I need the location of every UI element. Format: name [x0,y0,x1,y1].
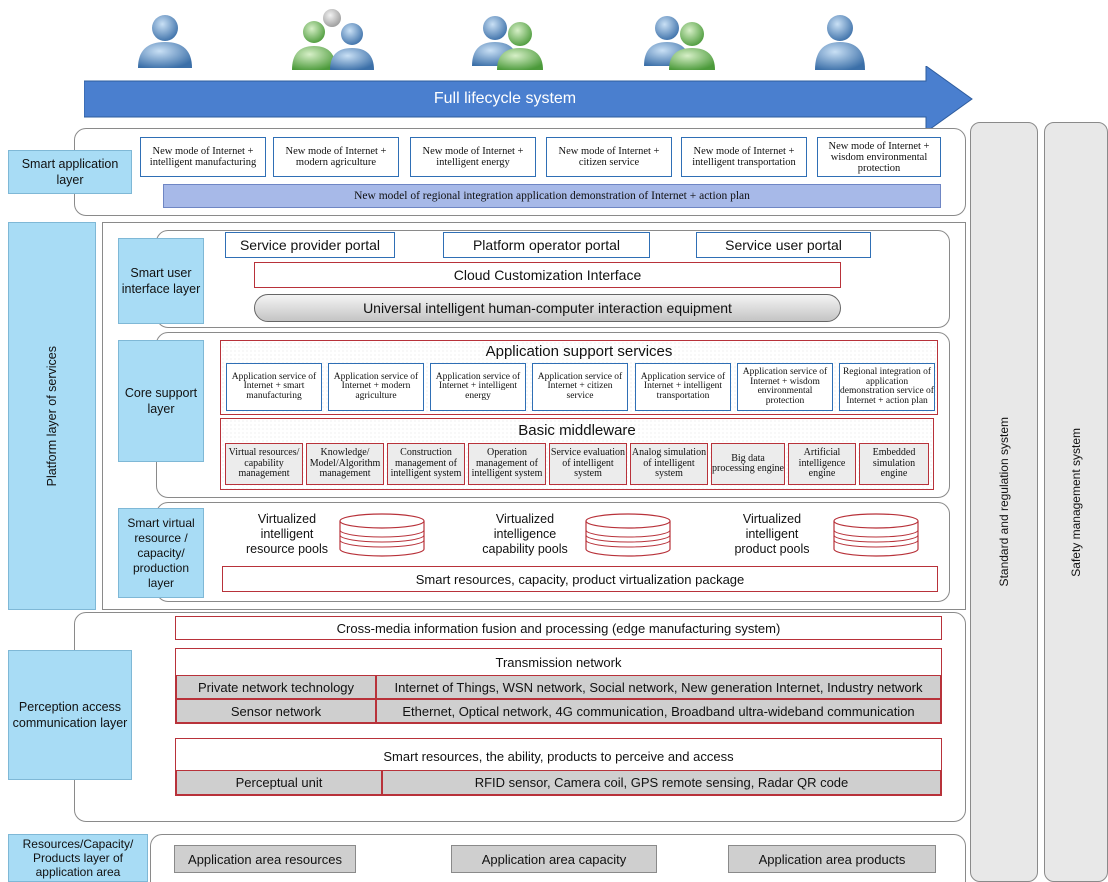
area-resources: Application area resources [174,845,356,873]
platform-operator-portal[interactable]: Platform operator portal [443,232,650,258]
safety-management-system: Safety management system [1044,122,1108,882]
app-support-item-2: Application service of Internet + modern… [328,363,424,411]
app-support-item-6: Application service of Internet + wisdom… [737,363,833,411]
single-user-icon [138,15,192,68]
smart-ui-layer-label: Smart user interface layer [118,238,204,324]
standard-regulation-label: Standard and regulation system [997,417,1011,587]
user-group-icon [644,16,715,70]
area-products: Application area products [728,845,936,873]
app-mode-3: New mode of Internet + intelligent energ… [410,137,536,177]
app-support-item-7: Regional integration of application demo… [839,363,935,411]
app-mode-1: New mode of Internet + intelligent manuf… [140,137,266,177]
database-icon [833,513,919,557]
user-icons-row [138,9,865,70]
app-mode-2: New mode of Internet + modern agricultur… [273,137,399,177]
transmission-network-title: Transmission network [495,654,622,670]
platform-services-frame [102,222,966,610]
smart-virtual-layer-label: Smart virtual resource / capacity/ produ… [118,508,204,598]
service-user-portal[interactable]: Service user portal [696,232,871,258]
service-provider-portal[interactable]: Service provider portal [225,232,395,258]
area-capacity: Application area capacity [451,845,657,873]
private-network-detail: Internet of Things, WSN network, Social … [376,675,941,699]
middleware-item-8: Artificial intelligence engine [788,443,856,485]
app-support-item-5: Application service of Internet + intell… [635,363,731,411]
resources-layer-label: Resources/Capacity/ Products layer of ap… [8,834,148,882]
smart-application-layer-label: Smart application layer [8,150,132,194]
app-support-item-3: Application service of Internet + intell… [430,363,526,411]
middleware-item-3: Construction management of intelligent s… [387,443,465,485]
middleware-item-7: Big data processing engine [711,443,785,485]
cloud-customization-interface: Cloud Customization Interface [254,262,841,288]
resource-pools-label: Virtualized intelligent resource pools [246,511,328,556]
platform-services-layer-label: Platform layer of services [8,222,96,610]
lifecycle-label: Full lifecycle system [433,90,577,107]
perceptual-unit-detail: RFID sensor, Camera coil, GPS remote sen… [382,770,941,795]
app-mode-6: New mode of Internet + wisdom environmen… [817,137,941,177]
core-support-layer-label: Core support layer [118,340,204,462]
lifecycle-arrow [84,66,973,132]
perceptual-unit-label: Perceptual unit [176,770,382,795]
single-user-icon [815,15,865,70]
middleware-title: Basic middleware [518,422,636,439]
hci-equipment-bar: Universal intelligent human-computer int… [254,294,841,322]
app-mode-4: New mode of Internet + citizen service [546,137,672,177]
safety-management-label: Safety management system [1069,427,1083,577]
product-pools-label: Virtualized intelligent product pools [734,511,810,556]
capability-pools-label: Virtualized intelligence capability pool… [482,511,568,556]
app-support-title: Application support services [485,343,673,360]
app-support-item-1: Application service of Internet + smart … [226,363,322,411]
perceive-title: Smart resources, the ability, products t… [383,748,734,764]
transmission-network-frame [175,648,942,724]
user-group-icon [292,9,374,70]
app-mode-5: New mode of Internet + intelligent trans… [681,137,807,177]
middleware-item-4: Operation management of intelligent syst… [468,443,546,485]
sensor-network-detail: Ethernet, Optical network, 4G communicat… [376,699,941,723]
virtualization-package: Smart resources, capacity, product virtu… [222,566,938,592]
middleware-item-6: Analog simulation of intelligent system [630,443,708,485]
user-group-icon [472,16,543,70]
database-icon [339,513,425,557]
regional-demo-bar: New model of regional integration applic… [163,184,941,208]
cross-media-processing: Cross-media information fusion and proce… [175,616,942,640]
perceive-frame [175,738,942,796]
middleware-item-1: Virtual resources/ capability management [225,443,303,485]
private-network-label: Private network technology [176,675,376,699]
middleware-item-5: Service evaluation of intelligent system [549,443,627,485]
standard-regulation-system: Standard and regulation system [970,122,1038,882]
perception-layer-label: Perception access communication layer [8,650,132,780]
middleware-item-9: Embedded simulation engine [859,443,929,485]
sensor-network-label: Sensor network [176,699,376,723]
app-support-item-4: Application service of Internet + citize… [532,363,628,411]
middleware-item-2: Knowledge/ Model/Algorithm management [306,443,384,485]
database-icon [585,513,671,557]
